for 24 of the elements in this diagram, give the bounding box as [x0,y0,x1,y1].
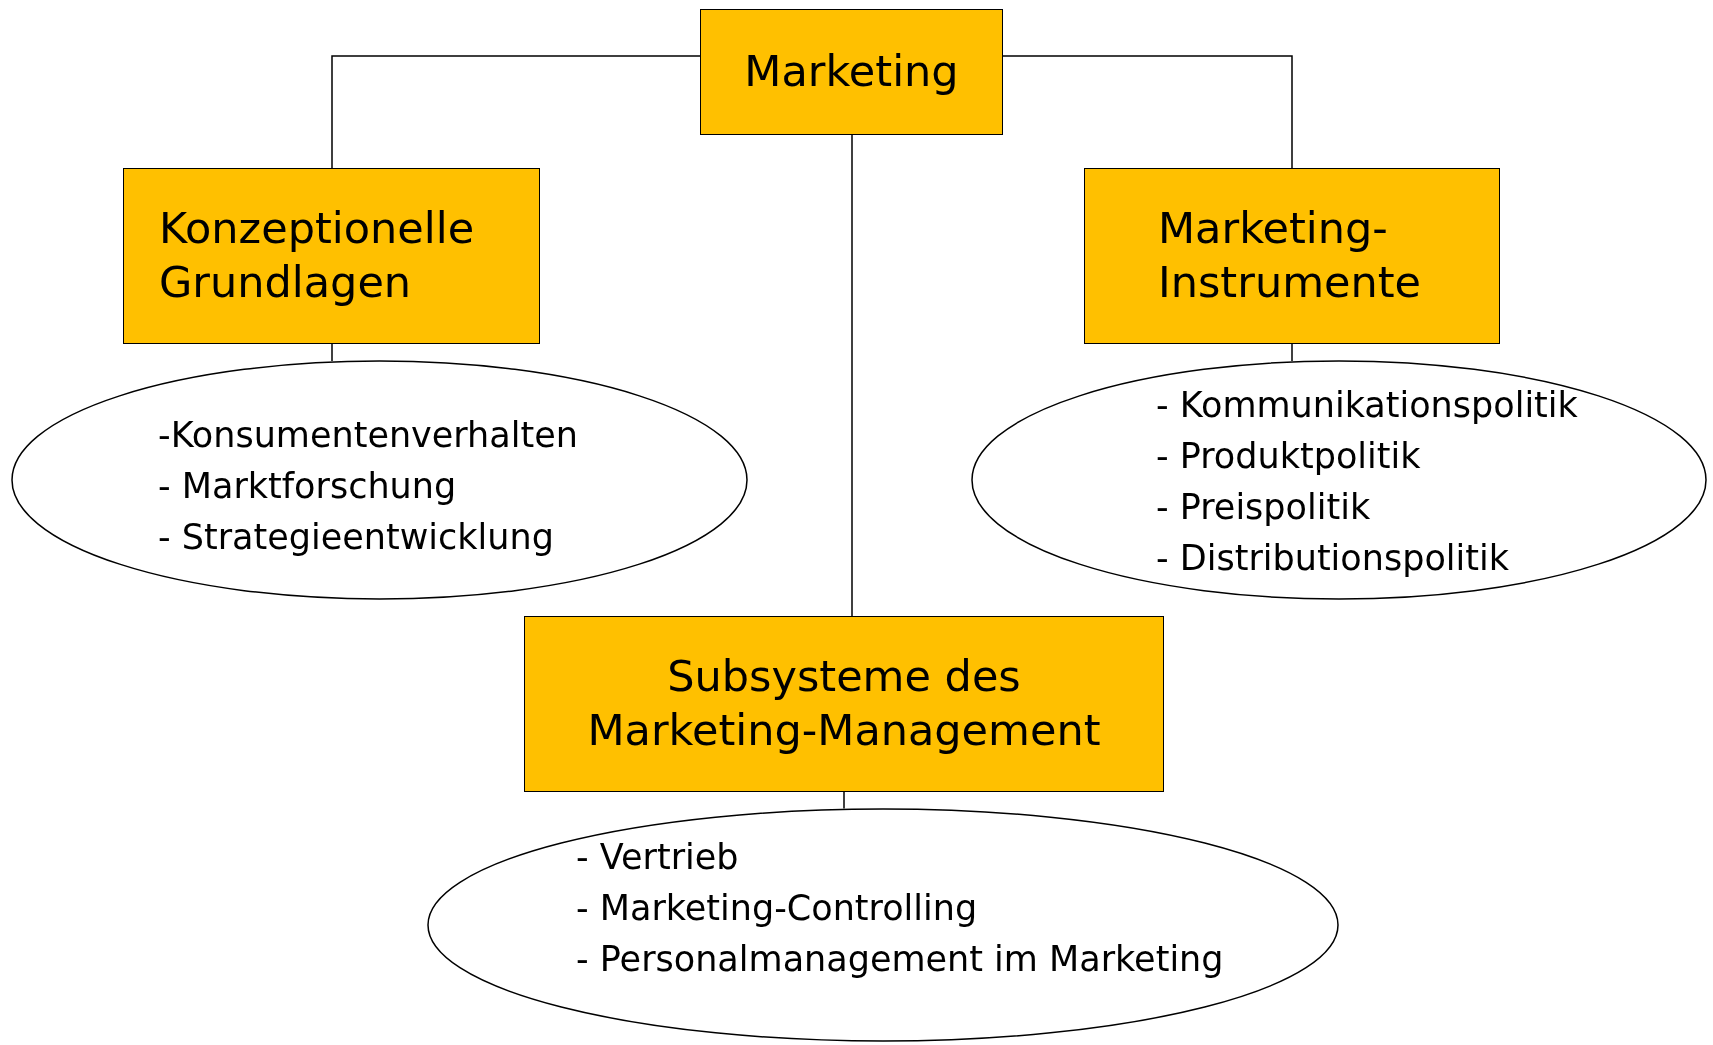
box-title: Konzeptionelle Grundlagen [159,202,476,309]
connector-line [843,791,845,810]
connector-line [851,134,853,617]
list-item: -Konsumentenverhalten [158,414,578,457]
list-item: - Marktforschung [158,465,458,508]
list-item: - Marketing-Controlling [576,887,979,930]
box-title: Marketing-Instrumente [1158,202,1423,309]
list-item: - Vertrieb [576,836,740,879]
topic-box [123,168,540,344]
connector-line [331,55,701,169]
connector-line [1291,343,1293,362]
list-item: - Preispolitik [1156,486,1372,529]
list-item: - Distributionspolitik [1156,537,1510,580]
box-title: Marketing [744,45,959,99]
list-item: - Personalmanagement im Marketing [576,938,1224,981]
list-item: - Strategieentwicklung [158,516,555,559]
topic-box [700,9,1003,135]
connector-line [1002,55,1293,169]
connector-line [331,343,333,362]
topic-box [524,616,1164,792]
list-item: - Produktpolitik [1156,435,1422,478]
list-item: - Kommunikationspolitik [1156,384,1578,427]
topic-box [1084,168,1500,344]
box-title: Subsysteme des Marketing-Management [586,650,1102,757]
